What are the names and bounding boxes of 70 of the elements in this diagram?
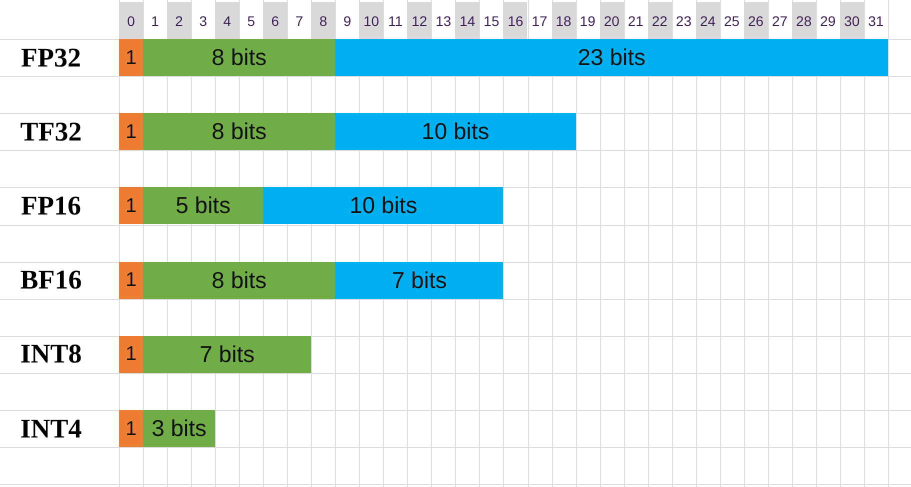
bit-count-text: 8 bits [212,268,267,292]
bit-index: 13 [436,14,452,28]
bit-index: 20 [604,14,620,28]
bit-index: 12 [412,14,428,28]
bit-count-text: 5 bits [176,194,231,218]
sign-bit-bar [119,410,144,448]
exponent-bar [143,39,336,76]
bit-count-text: 10 bits [349,194,418,218]
bit-index: 11 [388,14,403,28]
bit-index: 25 [724,14,740,28]
bit-index: 24 [700,14,716,28]
bit-index: 16 [508,14,524,28]
bit-count-text: 1 [125,270,137,290]
format-name: INT4 [20,415,82,442]
bit-count-text: 23 bits [578,46,646,70]
bit-index: 14 [460,14,476,28]
bit-index: 1 [151,14,159,28]
format-name: BF16 [20,266,82,294]
bit-index: 17 [532,14,548,28]
bit-count-text: 7 bits [200,342,255,366]
exponent-bar [143,113,336,150]
sign-bit-bar [119,39,144,76]
bit-index: 31 [868,14,884,28]
mantissa-bar [263,187,504,224]
mantissa-bar [335,262,504,299]
bit-count-text: 1 [125,418,137,439]
bit-index: 26 [748,14,764,28]
bit-index: 29 [820,14,836,28]
bit-index: 9 [343,14,352,28]
bit-index: 3 [199,14,207,28]
format-name: FP16 [21,192,81,220]
bit-count-text: 1 [125,196,137,216]
bit-index: 19 [580,14,596,28]
bit-count-text: 1 [125,48,137,68]
mantissa-bar [335,113,576,150]
bit-index: 28 [796,14,812,28]
format-name: TF32 [20,118,82,146]
bit-index: 5 [247,14,256,28]
bit-index: 8 [319,14,328,28]
sign-bit-bar [119,113,144,150]
value-bits-bar [143,336,312,373]
bit-index: 22 [652,14,668,28]
mantissa-bar [335,39,888,76]
bit-index: 15 [484,14,500,28]
bit-index: 27 [772,14,788,28]
bit-count-text: 1 [125,122,137,142]
bit-index: 4 [223,14,232,28]
bit-index: 6 [271,14,280,28]
bit-count-text: 10 bits [422,120,490,144]
sign-bit-bar [119,187,144,224]
sign-bit-bar [119,262,144,299]
exponent-bar [143,187,264,224]
bit-index: 18 [556,14,572,28]
bit-index: 23 [676,14,692,28]
format-name: FP32 [21,44,81,72]
bit-index: 21 [628,14,644,28]
bit-count-text: 7 bits [392,268,447,292]
bit-count-text: 8 bits [212,46,267,70]
bit-index: 7 [295,14,304,28]
bit-count-text: 8 bits [212,120,267,144]
value-bits-bar [143,410,216,448]
bit-index: 2 [175,14,183,28]
bit-index: 0 [127,14,135,28]
bit-index: 10 [364,14,380,28]
bit-index: 30 [844,14,860,28]
bit-count-text: 1 [125,344,137,364]
format-name: INT8 [20,340,82,368]
exponent-bar [143,262,336,299]
sign-bit-bar [119,336,144,373]
bit-count-text: 3 bits [152,417,207,440]
